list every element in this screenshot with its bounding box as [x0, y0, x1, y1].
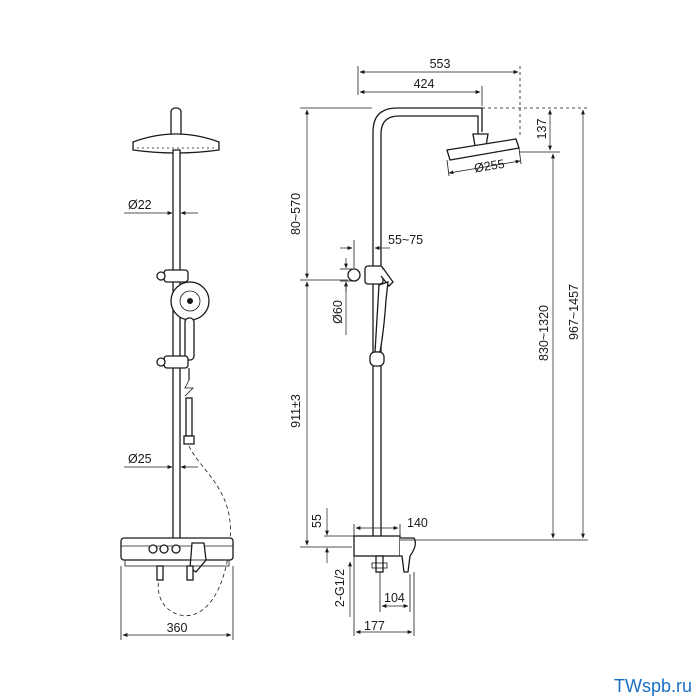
- front-hand-shower: [170, 281, 210, 361]
- dim-arm-length: 424: [414, 77, 435, 91]
- dim-lower-diameter: Ø25: [128, 452, 152, 466]
- dim-thread: 2-G1/2: [333, 569, 347, 607]
- dim-rail-range: 830~1320: [537, 305, 551, 361]
- side-shower-head: [446, 133, 520, 161]
- dim-outlet: 104: [384, 591, 405, 605]
- watermark: TWspb.ru: [614, 676, 692, 696]
- front-hose-connector: [185, 397, 193, 437]
- dim-holder-height: 911±3: [289, 394, 303, 428]
- front-slider: [156, 355, 189, 369]
- dim-total-range: 967~1457: [567, 284, 581, 340]
- side-view: Ø255 553 424 137: [289, 57, 588, 636]
- front-shower-head: [132, 107, 220, 154]
- front-thermostat: [120, 537, 234, 581]
- dim-body-height: 55: [310, 514, 324, 528]
- dim-reach-total: 553: [430, 57, 451, 71]
- dim-width: 360: [167, 621, 188, 635]
- front-rail: [172, 149, 181, 546]
- dim-head-diameter: Ø255: [473, 157, 505, 176]
- side-arm-inner: [380, 115, 479, 545]
- front-clamp: [156, 269, 189, 283]
- side-thermostat: [353, 535, 416, 573]
- dim-body-depth: 140: [407, 516, 428, 530]
- dim-depth: 177: [364, 619, 385, 633]
- front-view: Ø22 Ø25 360: [120, 107, 234, 640]
- dim-rail-diameter: Ø22: [128, 198, 152, 212]
- front-hose-loop: [157, 445, 231, 617]
- dim-head-height: 137: [535, 119, 549, 140]
- dim-arm-adjust: 80~570: [289, 193, 303, 235]
- dim-holder-offset: 55~75: [388, 233, 423, 247]
- dim-holder-diameter: Ø60: [331, 300, 345, 324]
- side-slider: [369, 351, 385, 367]
